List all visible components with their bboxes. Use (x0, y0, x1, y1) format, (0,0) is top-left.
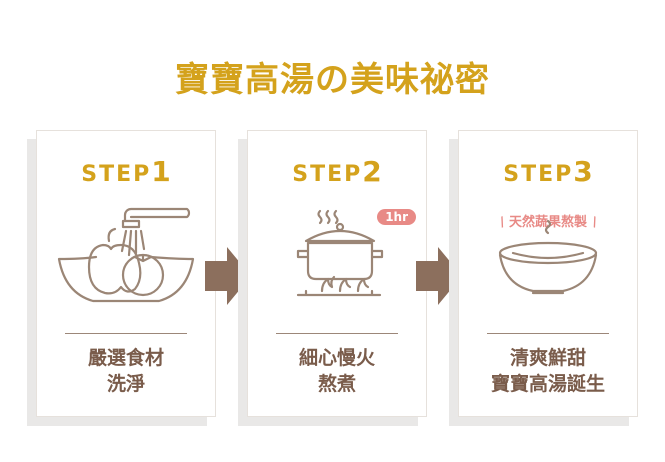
page-title: 寶寶高湯の美味祕密 (175, 60, 490, 100)
step-label: STEP2 (292, 155, 382, 188)
step-label: STEP1 (81, 155, 171, 188)
step-description: 嚴選食材 洗淨 (87, 347, 164, 395)
step-card-3: STEP3 / 天然蔬果熬製 \ 清爽鮮甜 寶寶高湯誕生 (458, 130, 638, 417)
cooking-pot-icon (296, 209, 384, 297)
natural-ingredients-tag: / 天然蔬果熬製 \ (497, 214, 599, 231)
step-label: STEP3 (503, 155, 593, 188)
step-card-2: STEP2 1hr 細心慢火 熬煮 (247, 130, 427, 417)
arrow-right-icon (416, 247, 462, 305)
duration-badge: 1hr (377, 209, 416, 225)
divider (487, 333, 609, 334)
divider (276, 333, 398, 334)
vegetables-washing-icon (57, 207, 195, 303)
step-card-1: STEP1 嚴選食材 洗淨 (36, 130, 216, 417)
soup-bowl-icon (498, 219, 598, 295)
step-description: 清爽鮮甜 寶寶高湯誕生 (490, 347, 605, 395)
arrow-right-icon (205, 247, 251, 305)
divider (65, 333, 187, 334)
step-description: 細心慢火 熬煮 (298, 347, 375, 395)
